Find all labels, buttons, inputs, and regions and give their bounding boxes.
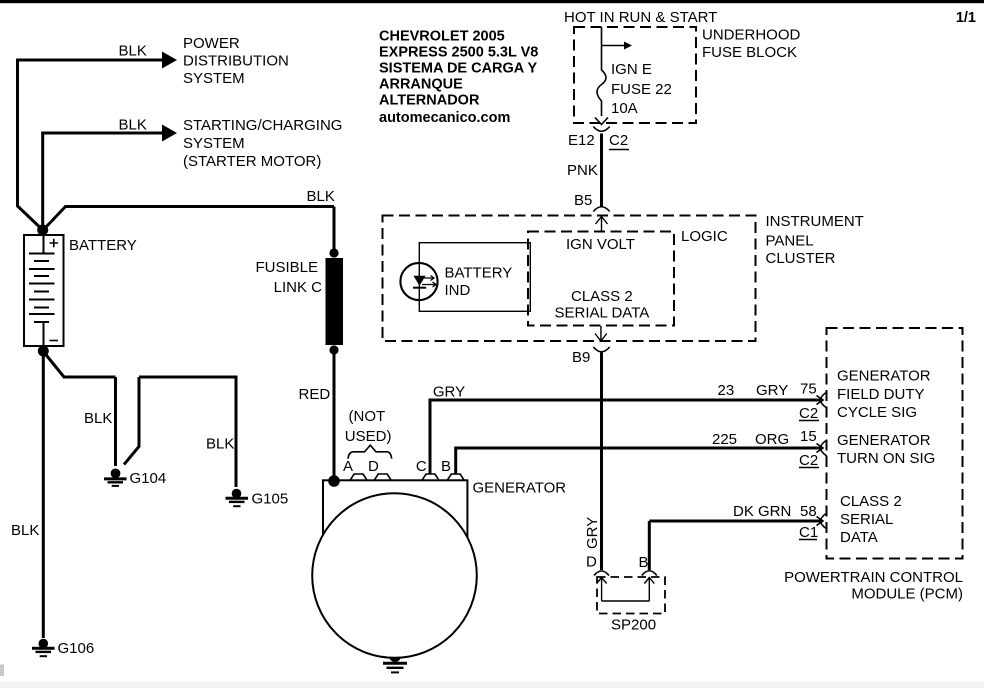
- svg-text:BLK: BLK: [119, 117, 147, 134]
- svg-text:75: 75: [800, 381, 817, 398]
- svg-text:B: B: [441, 458, 451, 475]
- svg-text:EXPRESS 2500 5.3L V8: EXPRESS 2500 5.3L V8: [379, 45, 538, 61]
- svg-text:automecanico.com: automecanico.com: [379, 110, 510, 126]
- svg-text:DATA: DATA: [840, 529, 878, 546]
- svg-text:BLK: BLK: [206, 436, 234, 453]
- svg-text:RED: RED: [299, 386, 331, 403]
- svg-text:CYCLE SIG: CYCLE SIG: [837, 404, 917, 421]
- svg-text:DK GRN: DK GRN: [733, 503, 791, 520]
- svg-text:GRY: GRY: [433, 384, 465, 401]
- svg-text:FUSE BLOCK: FUSE BLOCK: [702, 44, 797, 61]
- svg-text:SP200: SP200: [611, 617, 656, 634]
- svg-text:1/1: 1/1: [956, 10, 976, 26]
- svg-text:LOGIC: LOGIC: [681, 228, 728, 245]
- svg-text:C2: C2: [799, 405, 818, 422]
- svg-text:D: D: [586, 554, 597, 571]
- svg-text:ALTERNADOR: ALTERNADOR: [379, 93, 480, 109]
- svg-text:C1: C1: [799, 524, 818, 541]
- svg-text:USED): USED): [345, 428, 392, 445]
- svg-text:G104: G104: [130, 470, 167, 487]
- svg-text:E12: E12: [568, 132, 595, 149]
- svg-text:SERIAL DATA: SERIAL DATA: [555, 305, 650, 322]
- svg-text:PNK: PNK: [567, 162, 598, 179]
- svg-text:TURN ON SIG: TURN ON SIG: [837, 450, 935, 467]
- svg-text:FIELD DUTY: FIELD DUTY: [837, 386, 925, 403]
- svg-text:POWER: POWER: [183, 35, 240, 52]
- svg-text:BLK: BLK: [11, 522, 39, 539]
- svg-text:SERIAL: SERIAL: [840, 511, 893, 528]
- svg-text:IGN VOLT: IGN VOLT: [566, 236, 635, 253]
- svg-text:SYSTEM: SYSTEM: [183, 70, 245, 87]
- svg-text:A: A: [343, 458, 353, 475]
- svg-text:225: 225: [712, 431, 737, 448]
- svg-text:ARRANQUE: ARRANQUE: [379, 77, 463, 93]
- svg-text:D: D: [368, 458, 379, 475]
- svg-text:PANEL: PANEL: [766, 233, 814, 250]
- svg-text:FUSE 22: FUSE 22: [611, 81, 672, 98]
- svg-text:10A: 10A: [611, 100, 638, 117]
- svg-text:SYSTEM: SYSTEM: [183, 135, 245, 152]
- svg-text:(STARTER MOTOR): (STARTER MOTOR): [183, 153, 321, 170]
- svg-text:GENERATOR: GENERATOR: [837, 432, 931, 449]
- svg-text:23: 23: [718, 382, 735, 399]
- svg-text:CLASS 2: CLASS 2: [840, 493, 902, 510]
- svg-text:15: 15: [800, 428, 817, 445]
- svg-text:B5: B5: [574, 192, 592, 209]
- svg-text:BLK: BLK: [307, 188, 335, 205]
- svg-text:INSTRUMENT: INSTRUMENT: [766, 213, 864, 230]
- svg-text:CHEVROLET 2005: CHEVROLET 2005: [379, 29, 505, 45]
- svg-text:BLK: BLK: [84, 410, 112, 427]
- svg-text:IND: IND: [445, 282, 471, 299]
- svg-text:GRY: GRY: [756, 382, 788, 399]
- svg-text:BATTERY: BATTERY: [445, 265, 513, 282]
- svg-text:UNDERHOOD: UNDERHOOD: [702, 27, 801, 44]
- svg-text:C2: C2: [799, 452, 818, 469]
- svg-text:CLUSTER: CLUSTER: [766, 250, 836, 267]
- svg-text:C2: C2: [609, 132, 628, 149]
- svg-text:IGN E: IGN E: [611, 61, 652, 78]
- svg-text:GRY: GRY: [584, 517, 601, 549]
- svg-text:FUSIBLE: FUSIBLE: [255, 259, 318, 276]
- svg-text:POWERTRAIN CONTROL: POWERTRAIN CONTROL: [784, 569, 963, 586]
- svg-text:STARTING/CHARGING: STARTING/CHARGING: [183, 117, 342, 134]
- svg-text:B9: B9: [572, 349, 590, 366]
- svg-text:ORG: ORG: [755, 431, 789, 448]
- svg-text:BLK: BLK: [119, 43, 147, 60]
- svg-text:LINK C: LINK C: [274, 279, 323, 296]
- svg-text:DISTRIBUTION: DISTRIBUTION: [183, 53, 289, 70]
- svg-text:58: 58: [800, 503, 817, 520]
- svg-text:CLASS 2: CLASS 2: [571, 288, 633, 305]
- svg-text:(NOT: (NOT: [349, 408, 386, 425]
- svg-text:SISTEMA DE CARGA Y: SISTEMA DE CARGA Y: [379, 61, 538, 77]
- svg-text:C: C: [416, 458, 427, 475]
- svg-text:B: B: [639, 554, 649, 571]
- svg-text:HOT IN RUN & START: HOT IN RUN & START: [564, 9, 717, 26]
- svg-text:G105: G105: [252, 491, 289, 508]
- svg-text:BATTERY: BATTERY: [69, 237, 137, 254]
- svg-text:MODULE (PCM): MODULE (PCM): [851, 586, 963, 603]
- svg-text:GENERATOR: GENERATOR: [837, 368, 931, 385]
- svg-text:G106: G106: [58, 640, 95, 657]
- svg-text:GENERATOR: GENERATOR: [473, 480, 567, 497]
